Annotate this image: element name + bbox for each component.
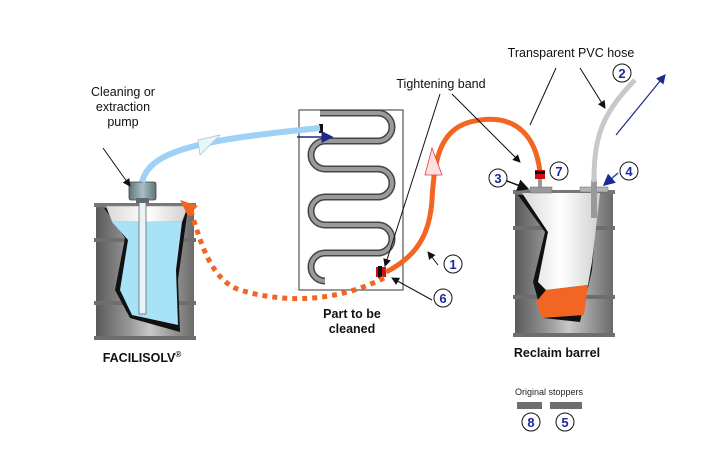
pvc-vent-hose [591,78,637,183]
coil-tube [309,111,394,283]
part-label-line-2: cleaned [329,322,376,336]
barrel-inner-wall [105,205,189,223]
pvc-hose-leader-1 [529,67,557,126]
callout-6-leader [391,277,433,301]
svg-text:5: 5 [561,415,568,430]
tightening-band-leader-2 [451,93,521,163]
callout-1: 1 [443,254,463,274]
hose-clamp-band [535,171,545,174]
hose-nozzle [538,179,542,187]
svg-text:8: 8 [527,415,534,430]
callout-7: 7 [549,161,569,181]
pump-label-line-2: extraction [96,100,150,114]
callout-5: 5 [555,412,575,432]
callout-4: 4 [619,161,639,181]
liquid-solvent [112,222,182,325]
callout-3: 3 [488,168,508,188]
hose-clamp-7 [535,170,545,179]
return-hose [384,116,543,275]
callout-1-leader [427,251,439,266]
pump-label-line-3: pump [107,115,138,129]
stopper-8 [517,402,542,409]
barrel-ring [94,336,196,340]
return-flow-arrow [424,146,443,176]
svg-text:7: 7 [555,164,562,179]
vent-flow-arrow [615,74,666,136]
pvc-hose-leader-2 [579,67,606,109]
outlet-band [378,266,382,278]
svg-text:1: 1 [449,257,456,272]
original-stoppers-label: Original stoppers [515,387,584,397]
flow-direction-arrow [197,134,222,156]
barrel-interior [522,193,600,290]
stopper-5 [550,402,582,409]
barrel-ring [513,333,615,337]
sludge [536,285,588,318]
dip-tube [138,199,147,315]
callout-2: 2 [612,63,632,83]
pump-label-line-1: Cleaning or [91,85,155,99]
pump-leader [102,147,131,187]
svg-text:3: 3 [494,171,501,186]
drain-return-path [187,207,386,302]
facilisolv-barrel [94,181,196,340]
pump [128,181,157,201]
barrel-rim [513,190,615,194]
callout-4-leader [602,172,619,186]
svg-text:4: 4 [625,164,633,179]
svg-text:6: 6 [439,291,446,306]
tightening-band-label: Tightening band [396,77,485,91]
pump-base [136,198,149,203]
drain-arrow-head [180,200,198,216]
reclaim-barrel-label: Reclaim barrel [514,346,600,360]
inlet-fitting [319,124,323,133]
clean-solvent-hose [139,125,321,183]
callout-6: 6 [433,288,453,308]
callout-8: 8 [521,412,541,432]
reclaim-barrel [513,180,615,337]
tightening-band-leader-1 [383,93,441,267]
svg-text:2: 2 [618,66,625,81]
facilisolv-label: FACILISOLV® [103,350,182,365]
bung-fitting [529,186,553,194]
vent-tube [591,180,597,218]
pvc-hose-label: Transparent PVC hose [508,46,635,60]
part-label-line-1: Part to be [323,307,381,321]
callout-3-leader [506,179,530,191]
